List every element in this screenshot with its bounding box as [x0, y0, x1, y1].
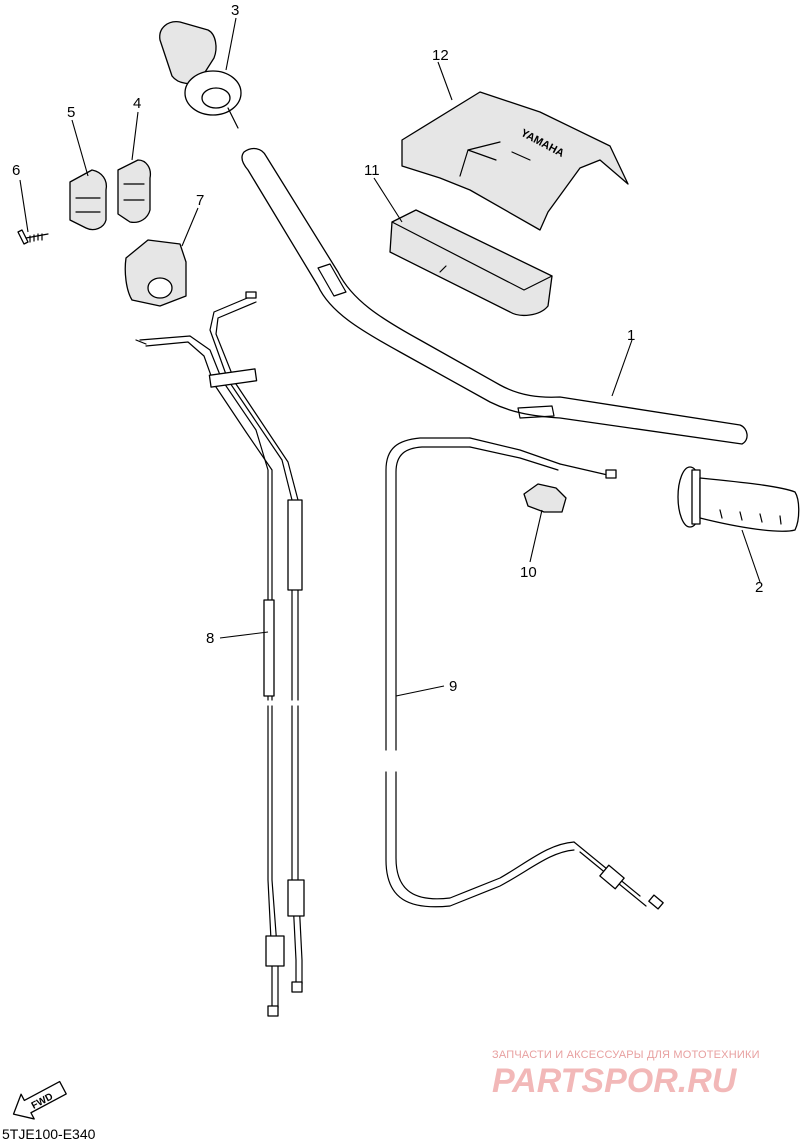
callout-7: 7 — [196, 192, 204, 209]
pad-cover-part: YAMAHA — [401, 91, 629, 231]
right-grip-part — [677, 466, 800, 532]
pad-part — [389, 209, 553, 317]
housing-part — [124, 239, 187, 307]
fwd-arrow-icon: FWD — [12, 1080, 67, 1120]
handlebar-part — [241, 147, 748, 445]
callout-10: 10 — [520, 564, 537, 581]
diagram-code: 5TJE100-E340 — [2, 1126, 96, 1142]
watermark-tagline: ЗАПЧАСТИ И АКСЕССУАРЫ ДЛЯ МОТОТЕХНИКИ — [492, 1049, 760, 1061]
callout-3: 3 — [231, 2, 239, 19]
callout-6: 6 — [12, 162, 20, 179]
fwd-arrow-label: FWD — [30, 1091, 55, 1111]
screw-part — [17, 229, 49, 245]
callout-5: 5 — [67, 104, 75, 121]
callout-1: 1 — [627, 327, 635, 344]
holder-part-4 — [117, 159, 152, 224]
callout-11: 11 — [364, 162, 380, 179]
clutch-cable-part — [385, 437, 664, 910]
throttle-grip-part — [159, 21, 242, 129]
adjuster-part — [523, 483, 567, 513]
callout-4: 4 — [133, 95, 141, 112]
throttle-cables-part — [135, 291, 305, 1017]
callout-8: 8 — [206, 630, 214, 647]
callout-2: 2 — [755, 579, 763, 596]
callout-12: 12 — [432, 47, 449, 64]
leader-lines — [19, 17, 761, 697]
watermark-logo: PARTSPOR.RU — [492, 1062, 738, 1100]
holder-part-5 — [69, 169, 108, 231]
callout-9: 9 — [449, 678, 457, 695]
